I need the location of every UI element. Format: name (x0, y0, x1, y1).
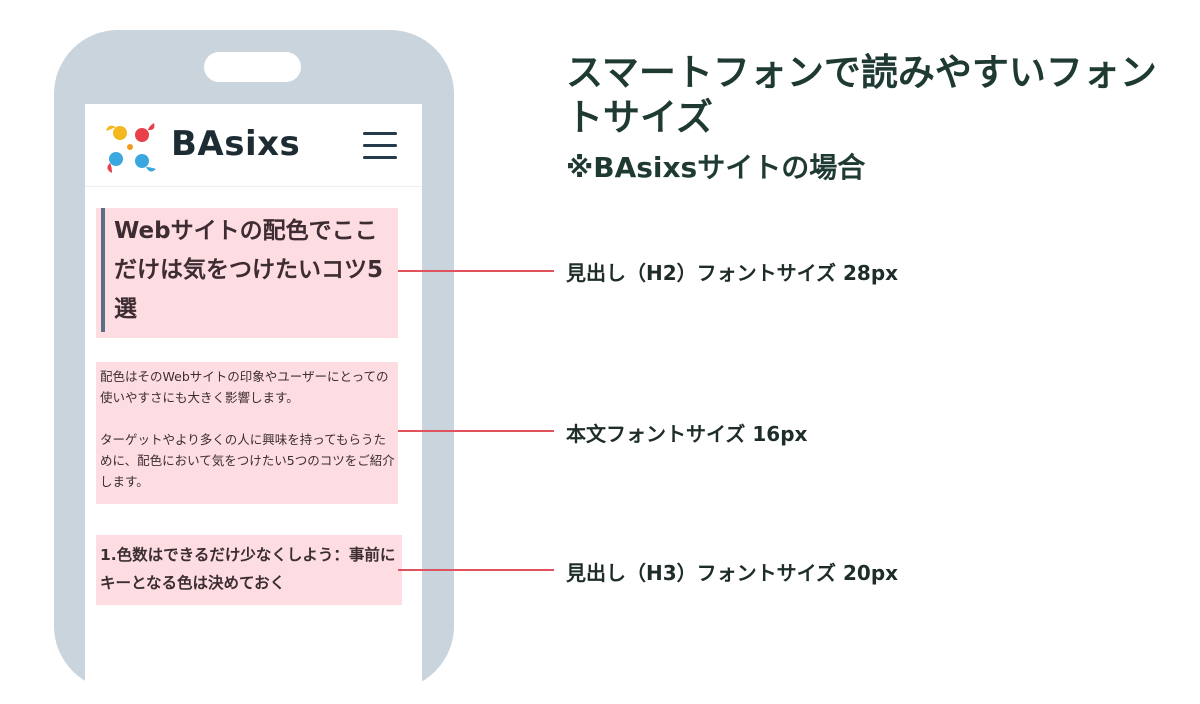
body-leader-line (398, 430, 554, 432)
site-header: BAsixs (85, 104, 422, 187)
body-sample-text: 配色はそのWebサイトの印象やユーザーにとっての使いやすさにも大きく影響します。… (100, 366, 396, 492)
body-sample-highlight: 配色はそのWebサイトの印象やユーザーにとっての使いやすさにも大きく影響します。… (96, 362, 398, 504)
h3-leader-line (398, 569, 554, 571)
h3-font-size-label: 見出し（H3）フォントサイズ 20px (566, 561, 899, 585)
body-paragraph-2: ターゲットやより多くの人に興味を持ってもらうために、配色において気をつけたい5つ… (100, 432, 395, 489)
hamburger-menu-icon[interactable] (363, 132, 397, 160)
page-subtitle: ※BAsixsサイトの場合 (566, 151, 866, 184)
h3-sample-text: 1.色数はできるだけ少なくしよう：事前にキーとなる色は決めておく (100, 546, 396, 592)
body-paragraph-1: 配色はそのWebサイトの印象やユーザーにとっての使いやすさにも大きく影響します。 (100, 369, 389, 405)
menu-line (363, 132, 397, 135)
h2-leader-line (398, 270, 554, 272)
phone-mockup: BAsixs Webサイトの配色でここだけは気をつけたいコツ5選 配色はそのWe… (54, 30, 454, 704)
h2-font-size-label: 見出し（H2）フォントサイズ 28px (566, 261, 899, 285)
basixs-logo-icon[interactable] (102, 121, 158, 177)
h2-accent-bar (101, 208, 105, 332)
site-logo-text[interactable]: BAsixs (171, 124, 301, 164)
h2-sample-highlight: Webサイトの配色でここだけは気をつけたいコツ5選 (96, 208, 398, 338)
phone-speaker (204, 52, 301, 82)
h3-sample-highlight: 1.色数はできるだけ少なくしよう：事前にキーとなる色は決めておく (96, 535, 402, 605)
body-font-size-label: 本文フォントサイズ 16px (566, 422, 808, 446)
menu-line (363, 156, 397, 159)
h2-sample-text: Webサイトの配色でここだけは気をつけたいコツ5選 (114, 218, 384, 322)
page-title: スマートフォンで読みやすいフォントサイズ (566, 51, 1157, 139)
phone-screen: BAsixs Webサイトの配色でここだけは気をつけたいコツ5選 配色はそのWe… (85, 104, 422, 704)
menu-line (363, 144, 397, 147)
